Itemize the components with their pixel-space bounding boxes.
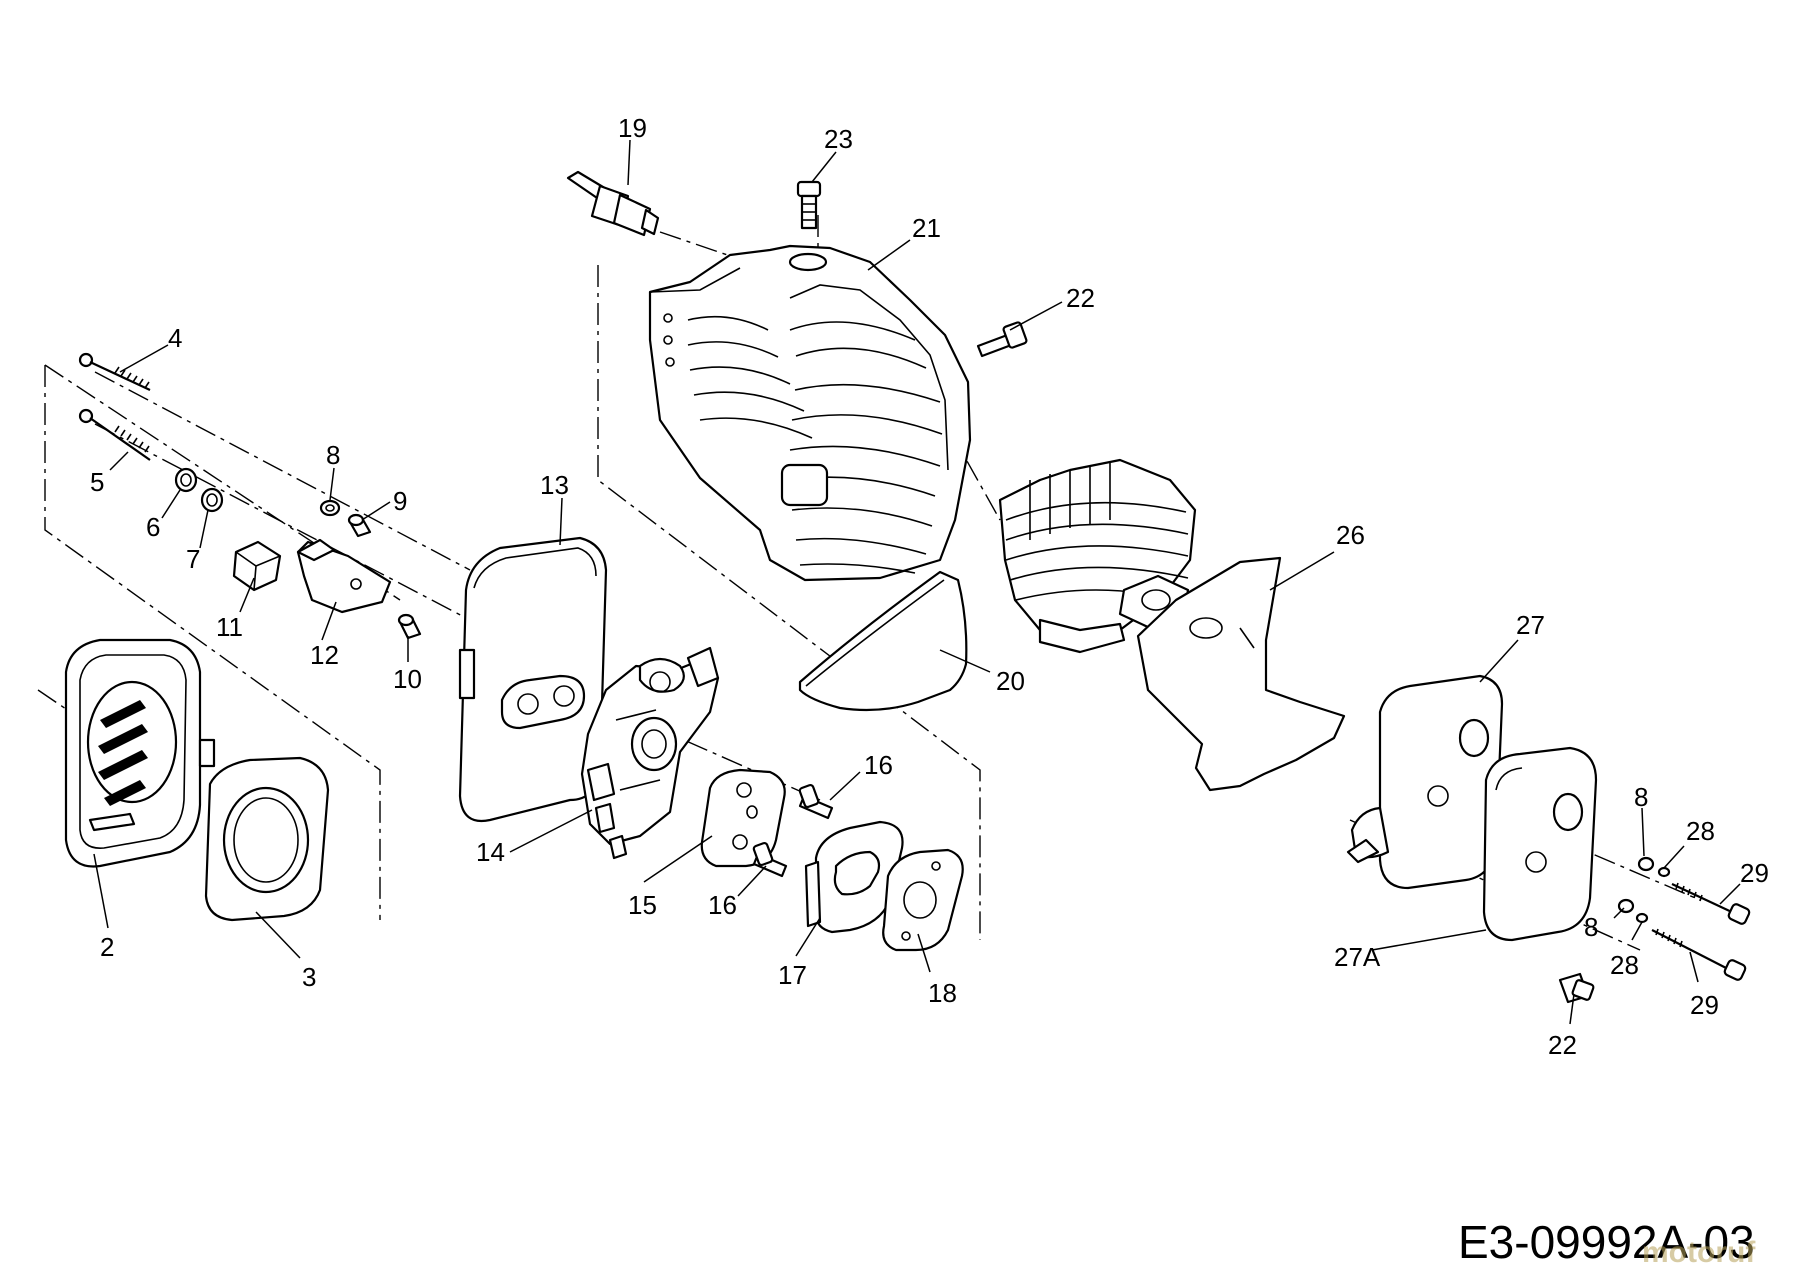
choke-knob (232, 540, 282, 592)
shroud-plate (798, 570, 968, 712)
label-27: 27 (1516, 610, 1545, 640)
label-18: 18 (928, 978, 957, 1008)
label-22-top: 22 (1066, 283, 1095, 313)
label-17: 17 (778, 960, 807, 990)
washer-8-top (319, 499, 341, 517)
label-28-lower: 28 (1610, 950, 1639, 980)
label-3: 3 (302, 962, 316, 992)
label-21: 21 (912, 213, 941, 243)
muffler (1346, 674, 1504, 890)
label-20: 20 (996, 666, 1025, 696)
drawing-code: E3-09992A-03 (1458, 1216, 1755, 1268)
label-16-upper: 16 (864, 750, 893, 780)
cover-louvers (98, 700, 148, 806)
washer-7 (200, 487, 224, 513)
label-23: 23 (824, 124, 853, 154)
spring-washer-28-lower (1635, 912, 1649, 924)
label-10: 10 (393, 664, 422, 694)
label-14: 14 (476, 837, 505, 867)
label-8-top: 8 (326, 440, 340, 470)
label-4: 4 (168, 323, 182, 353)
label-7: 7 (186, 544, 200, 574)
air-filter (204, 756, 330, 922)
screw-22-top (976, 321, 1028, 358)
part-labels: 19 23 21 22 4 5 8 9 6 7 13 11 12 10 26 2… (90, 113, 1769, 1060)
leader-lines (93, 139, 1741, 1025)
label-28-upper: 28 (1686, 816, 1715, 846)
bushing-9 (347, 513, 372, 538)
bolt-16-lower (752, 841, 788, 878)
cylinder-cover (648, 244, 972, 582)
label-9: 9 (393, 486, 407, 516)
heat-shield (1136, 556, 1346, 792)
screw-22-lower (1558, 972, 1595, 1004)
label-15: 15 (628, 890, 657, 920)
carburetor (580, 646, 720, 860)
bolt-5 (78, 408, 151, 461)
washer-8-right-upper (1637, 856, 1655, 872)
label-6: 6 (146, 512, 160, 542)
washer-6 (174, 467, 198, 493)
label-8-right-upper: 8 (1634, 782, 1648, 812)
label-22-lower: 22 (1548, 1030, 1577, 1060)
bushing-10 (397, 613, 422, 640)
air-cleaner-cover (64, 638, 216, 868)
label-27A: 27A (1334, 942, 1381, 972)
label-2: 2 (100, 932, 114, 962)
label-16-lower: 16 (708, 890, 737, 920)
muffler-cover (1482, 746, 1598, 942)
label-8-right-lower: 8 (1584, 912, 1598, 942)
bolt-16-upper (798, 783, 834, 820)
label-5: 5 (90, 467, 104, 497)
label-19: 19 (618, 113, 647, 143)
bolt-29-upper (1671, 882, 1751, 925)
screw-23 (796, 180, 822, 230)
cover-fins (687, 315, 943, 574)
label-29-upper: 29 (1740, 858, 1769, 888)
choke-plate (296, 538, 392, 614)
bolt-4 (78, 352, 151, 391)
air-cleaner-case (458, 536, 608, 823)
spring-washer-28-upper (1657, 866, 1671, 878)
label-13: 13 (540, 470, 569, 500)
label-26: 26 (1336, 520, 1365, 550)
insulator-17 (804, 820, 904, 934)
label-12: 12 (310, 640, 339, 670)
gasket-18 (882, 848, 964, 952)
bolt-29-lower (1651, 928, 1747, 981)
spark-plug (566, 170, 660, 237)
label-11: 11 (216, 612, 243, 642)
label-29-lower: 29 (1690, 990, 1719, 1020)
watermark: motoruf (1642, 1236, 1756, 1269)
gasket-15 (700, 768, 786, 868)
